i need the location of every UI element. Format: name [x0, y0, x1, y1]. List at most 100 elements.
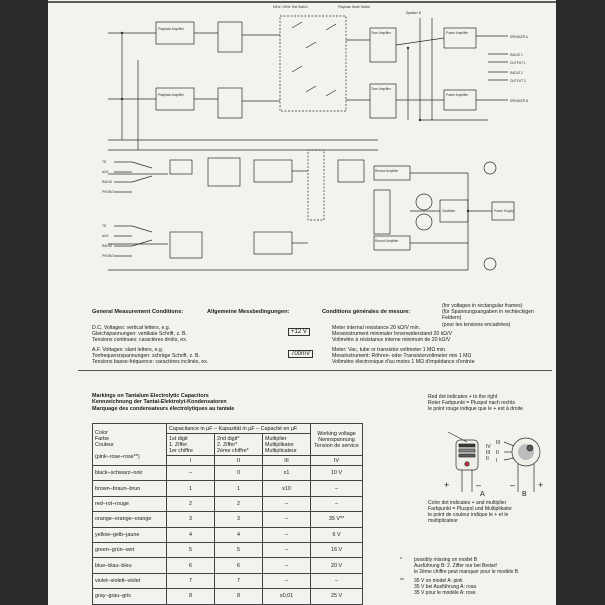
schem-output-label: OUTPUT 1	[510, 61, 526, 65]
schem-output-label: RADIO 2	[510, 71, 523, 75]
schem-output-label: SPEAKER B	[510, 99, 528, 103]
cell-mult: –	[262, 557, 311, 574]
vt-line: Messinstrument: Röhren- oder Transistorv…	[332, 353, 472, 360]
cell-color: green–grün–vert	[92, 541, 167, 559]
cell-wv: 25 V	[310, 588, 363, 605]
schem-block-label: Power Amplifier	[446, 31, 469, 35]
digit2-header: 2nd digit*2. Ziffer*2ème chiffre*	[214, 433, 263, 456]
cell-d2: 8	[214, 588, 263, 605]
vt-line: Voltmètre électronique d'au moins 1 MΩ d…	[332, 359, 475, 366]
section-divider	[78, 370, 552, 371]
cell-wv: 6 V	[310, 526, 363, 543]
roman-iii: III	[262, 455, 311, 466]
band-iii	[458, 453, 476, 458]
capacitor-diagrams: + – A – + B IV III II III II I	[444, 431, 543, 498]
cell-mult: –	[262, 495, 311, 513]
schem-block-label: Oscillator	[442, 209, 456, 213]
rect-note: (pour les tensions encadrées)	[442, 321, 511, 328]
roman-label: IV	[486, 444, 491, 450]
cell-wv: –	[310, 572, 363, 590]
cell-d1: 2	[166, 495, 215, 513]
red-dot-note: Red dot indicates + to the right Roter F…	[428, 394, 524, 412]
conditions-header-fr: Conditions générales de mesure:	[322, 309, 411, 315]
cell-color: red–rot–rouge	[92, 495, 167, 513]
capacitance-header: Capacitance in µF – Kapazität in µF – Ca…	[166, 423, 311, 434]
cell-d2: 5	[214, 541, 263, 559]
label-b: B	[522, 491, 527, 498]
cell-d1: 3	[166, 511, 215, 528]
markings-title-de: Kennzeichnung der Tantal-Elektrolyt-Kond…	[92, 399, 227, 406]
cell-mult: x0,01	[262, 588, 311, 605]
rect-note: (for voltages in rectangular frames)	[442, 303, 523, 309]
dc-example-box: +12 V	[288, 328, 310, 337]
schem-block-label: Power Supply	[494, 209, 514, 213]
meter-line: Messinstrument minimaler Innenwiderstand…	[332, 331, 453, 338]
rect-note: (für Spannungsangaben in rechteckigen Fe…	[442, 309, 534, 322]
cell-d2: 6	[214, 557, 263, 574]
color-dot-icon	[526, 444, 534, 452]
markings-title: Markings on Tantalum Electrolytic Capaci…	[92, 393, 234, 412]
block-schematic: 60Hz / 60Hz Test Switch Playback Mode Sw…	[48, 1, 556, 271]
af-example-box: 700mV	[288, 350, 314, 359]
footnote: ** 35 V on model A: pink 35 V bei Ausfüh…	[400, 577, 476, 596]
minus-b: –	[510, 480, 515, 490]
conditions-header-de: Allgemeine Messbedingungen:	[207, 309, 290, 315]
cell-d1: 5	[166, 541, 215, 559]
roman-i: I	[166, 455, 215, 466]
roman-label: II	[496, 450, 499, 456]
roman-iv: IV	[310, 455, 363, 466]
schem-input-label: TB	[102, 224, 106, 228]
meter-line: Voltmètre à résistance interne minimum d…	[332, 337, 451, 344]
conditions-header-en: General Measurement Conditions:	[92, 309, 184, 315]
cell-wv: 16 V	[310, 541, 363, 559]
dc-line: Tensions continues: caractères droits, e…	[92, 337, 188, 344]
schem-input-label: PHONO	[102, 254, 114, 258]
cell-mult: x1	[262, 464, 311, 482]
cell-d1: 4	[166, 526, 215, 543]
schem-output-label: SPEAKER A	[510, 35, 529, 39]
schem-block-label: Record Amplifier	[375, 239, 399, 243]
schem-output-label: RADIO 1	[510, 53, 523, 57]
cell-mult: –	[262, 541, 311, 559]
roman-label: II	[486, 456, 489, 462]
cell-d1: 1	[166, 480, 215, 497]
footnotes: * possibly missing on model B Ausführung…	[400, 557, 555, 596]
schem-output-label: OUTPUT 2	[510, 79, 526, 83]
cell-d1: 6	[166, 557, 215, 574]
roman-label: III	[486, 450, 490, 456]
cell-d1: 7	[166, 572, 215, 590]
dc-line: D.C. Voltages: vertical letters, e.g.	[92, 325, 171, 331]
document-page: 60Hz / 60Hz Test Switch Playback Mode Sw…	[48, 0, 556, 605]
schem-block-label: Record Amplifier	[375, 169, 399, 173]
cell-color: brown–braun–brun	[92, 480, 167, 497]
label-a: A	[480, 491, 485, 498]
band-i	[458, 443, 476, 448]
schem-input-label: PHONO	[102, 190, 114, 194]
markings-title-en: Markings on Tantalum Electrolytic Capaci…	[92, 393, 209, 399]
markings-title-fr: Marquage des condensateurs électrolytiqu…	[92, 405, 235, 412]
schem-block-label: Playback Amplifier	[158, 27, 185, 31]
cell-color: yellow–gelb–jaune	[92, 526, 167, 543]
cell-mult: –	[262, 572, 311, 590]
cell-d2: 4	[214, 526, 263, 543]
capacitor-color-table: Color Farbe Couleur (pink–rose–rose**) C…	[92, 423, 363, 605]
cell-color: gray–grau–gris	[92, 588, 167, 605]
cell-wv: –	[310, 480, 363, 497]
meter-line: Meter internal resistance 20 kΩ/V min.	[332, 325, 421, 331]
plus-b: +	[538, 480, 543, 490]
roman-label: III	[496, 440, 500, 446]
vt-line: Meter: Vac, tube or transistor voltmeter…	[332, 347, 447, 353]
schem-input-label: RADIO	[102, 244, 113, 248]
red-dot-icon	[464, 461, 470, 467]
